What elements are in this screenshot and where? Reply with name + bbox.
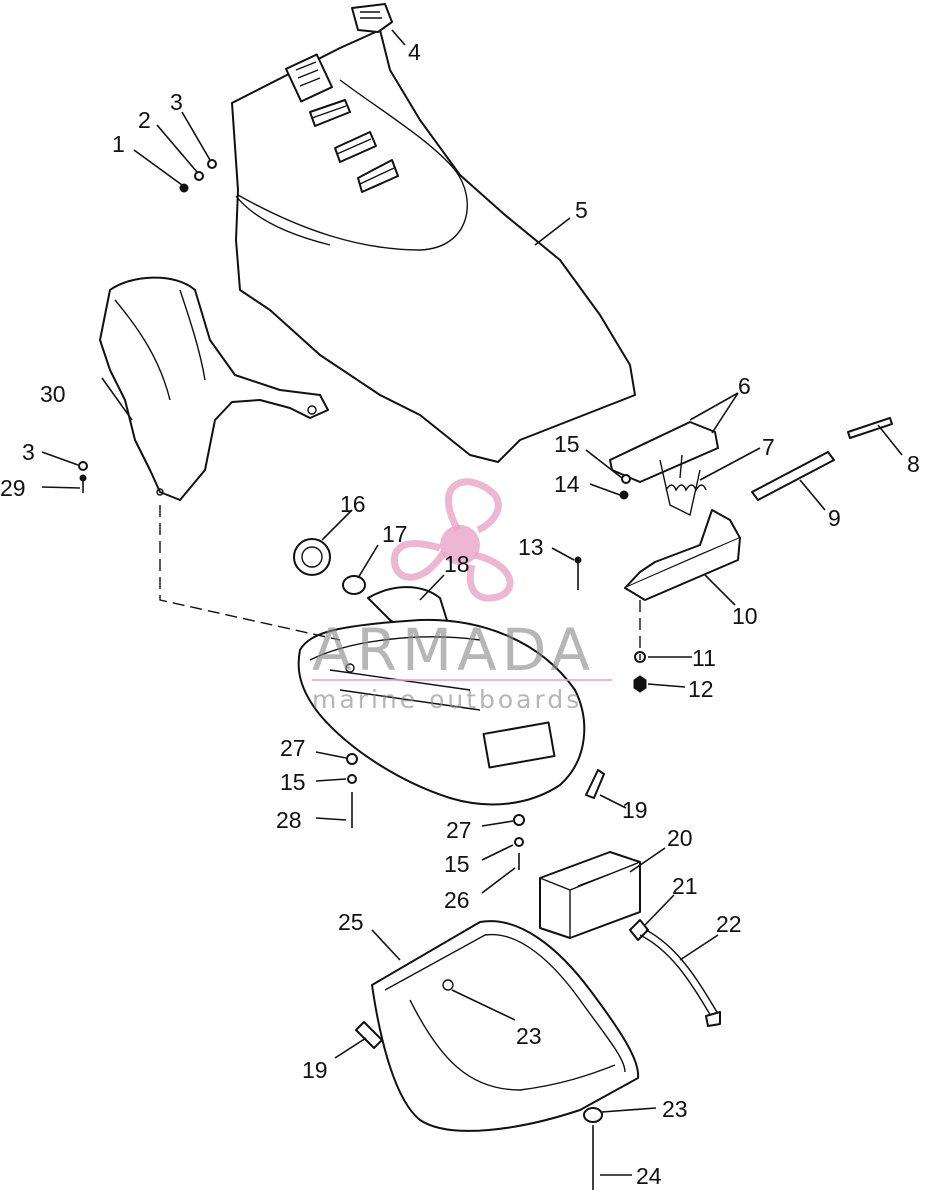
- callout-3: 3: [170, 89, 183, 115]
- callout-4: 4: [408, 39, 421, 65]
- box-20: [539, 851, 641, 939]
- fasteners-left: [346, 753, 358, 828]
- callout-30: 30: [40, 381, 66, 407]
- callout-24: 24: [636, 1163, 662, 1189]
- hardware-3-29: [78, 461, 88, 493]
- callout-3-lower: 3: [22, 439, 35, 465]
- leader-lines: [41, 29, 903, 1176]
- callout-25: 25: [338, 909, 364, 935]
- watermark-tagline: marine outboards: [312, 685, 582, 714]
- callout-27-center: 27: [446, 817, 472, 843]
- seat-cowl: [231, 29, 636, 463]
- bracket-6: [609, 421, 719, 517]
- callout-19-lower: 19: [302, 1057, 328, 1083]
- callout-15-upper: 15: [554, 431, 580, 457]
- callout-13: 13: [518, 534, 544, 560]
- callout-22: 22: [716, 911, 742, 937]
- spring-7: [665, 454, 707, 492]
- fasteners-center: [513, 814, 525, 870]
- clip-19-upper: [585, 769, 605, 799]
- callout-15-center: 15: [444, 851, 470, 877]
- tray-25: [371, 920, 640, 1132]
- callout-labels: 1 2 3 4 5 6 7 8 9 10 11 12 13 14 15 16 1…: [0, 39, 920, 1189]
- latch-bracket-10: [624, 509, 741, 601]
- callout-7: 7: [762, 434, 775, 460]
- fuel-tank: [297, 618, 586, 806]
- front-liner-30: [99, 276, 329, 501]
- callout-27-left: 27: [280, 735, 306, 761]
- latch-part-4: [351, 3, 393, 33]
- watermark-brand: ARMADA: [312, 616, 595, 684]
- armada-logo: [390, 478, 514, 602]
- callout-18: 18: [444, 551, 470, 577]
- callout-12: 12: [688, 676, 714, 702]
- callout-16: 16: [340, 491, 366, 517]
- hardware-1-2-3: [179, 159, 217, 193]
- callout-23-lower: 23: [662, 1096, 688, 1122]
- pins-8-9: [751, 417, 893, 501]
- hose-21-22: [629, 919, 721, 1027]
- callout-9: 9: [828, 505, 841, 531]
- callout-19-upper: 19: [622, 797, 648, 823]
- assembly-lines: [159, 505, 641, 660]
- callout-28: 28: [276, 807, 302, 833]
- callout-15-left: 15: [280, 769, 306, 795]
- callout-11: 11: [692, 645, 716, 671]
- callout-2: 2: [138, 107, 151, 133]
- callout-14: 14: [554, 471, 580, 497]
- callout-6: 6: [738, 373, 751, 399]
- callout-29: 29: [0, 475, 26, 501]
- callout-20: 20: [667, 825, 693, 851]
- callout-17: 17: [382, 521, 408, 547]
- callout-10: 10: [732, 603, 758, 629]
- callout-5: 5: [575, 197, 588, 223]
- callout-21: 21: [672, 873, 698, 899]
- hardware-11-12-13-14-15: [574, 474, 647, 693]
- callout-23-center: 23: [516, 1023, 542, 1049]
- pin-19-lower: [355, 1021, 383, 1049]
- callout-26: 26: [444, 887, 470, 913]
- callout-8: 8: [907, 451, 920, 477]
- callout-1: 1: [112, 131, 125, 157]
